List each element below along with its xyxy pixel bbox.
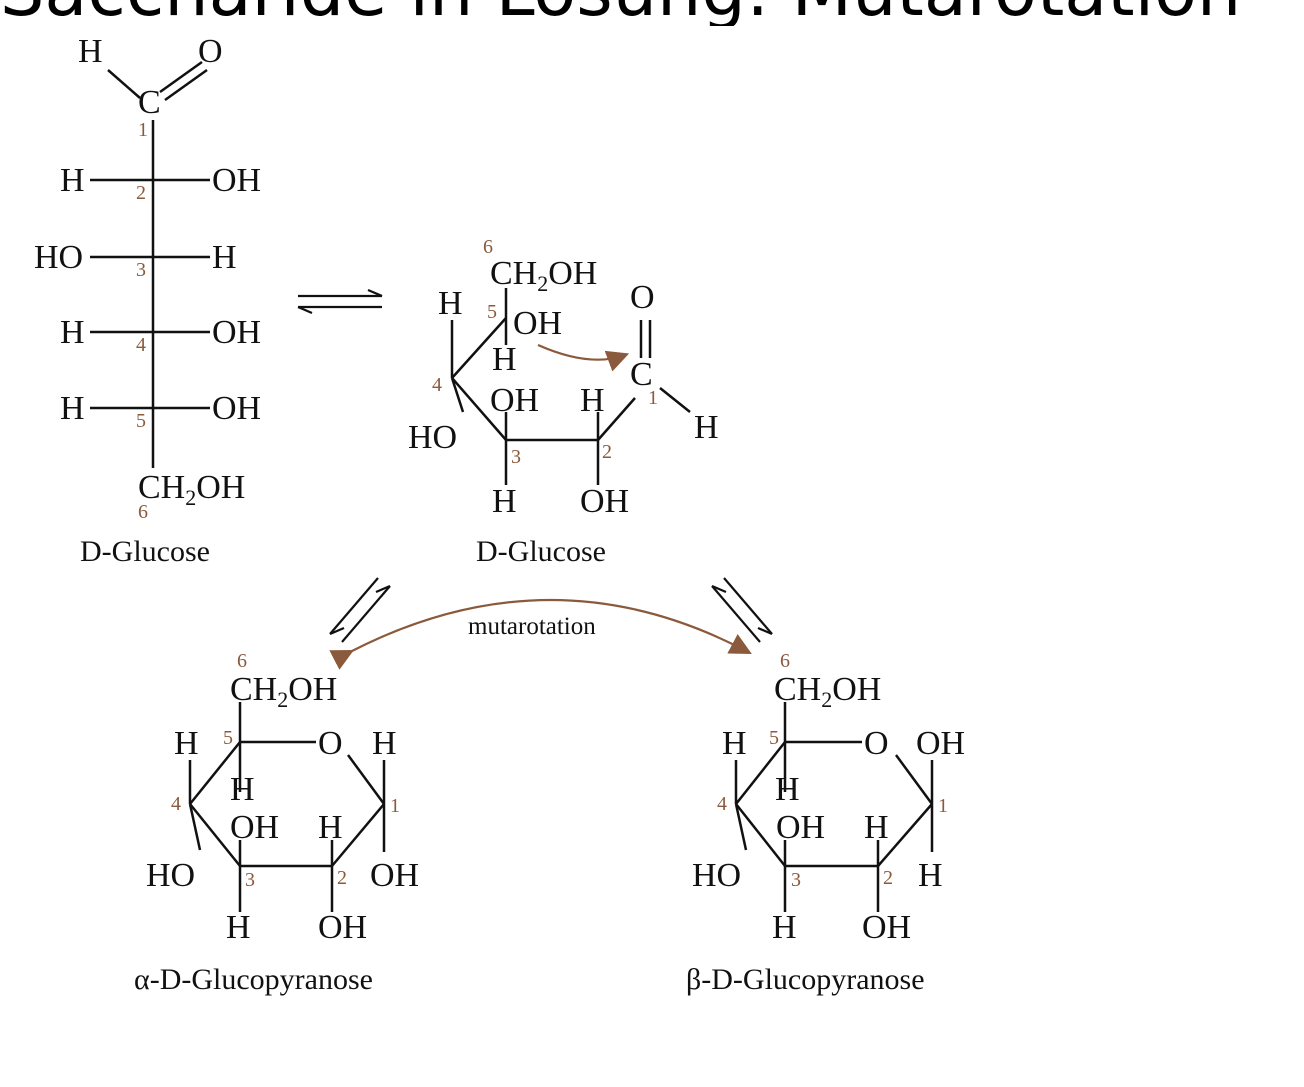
open-num-2: 2 <box>602 441 612 463</box>
equilibrium-arrows-left <box>329 577 391 643</box>
fischer-projection <box>90 60 210 468</box>
open-c6-ch2oh: CH2OH <box>490 255 597 296</box>
open-num-3: 3 <box>511 446 521 468</box>
open-num-4: 4 <box>432 374 442 396</box>
beta-c2-oh: OH <box>862 909 911 946</box>
fischer-c5-oh: OH <box>212 390 261 427</box>
alpha-num-5: 5 <box>223 727 233 749</box>
open-chain-caption: D-Glucose <box>476 535 606 568</box>
fischer-c5-h: H <box>60 390 85 427</box>
alpha-num-1: 1 <box>390 795 400 817</box>
fischer-labels: H O C 1 H OH 2 HO H 3 H OH 4 H OH 5 CH2O… <box>34 33 261 568</box>
open-c1-h: H <box>694 409 719 446</box>
beta-c2-h: H <box>864 809 889 846</box>
fischer-num-1: 1 <box>138 119 148 141</box>
fischer-aldehyde-o: O <box>198 33 223 70</box>
fischer-num-2: 2 <box>136 182 146 204</box>
beta-labels: 6 CH2OH H 5 O OH H 4 1 OH H HO 3 2 H H O… <box>686 650 965 996</box>
equilibrium-arrows-horizontal <box>297 288 383 315</box>
alpha-c5-h-top: H <box>174 725 199 762</box>
mutarotation-arrow <box>329 599 752 670</box>
beta-num-6: 6 <box>780 650 790 672</box>
beta-num-1: 1 <box>938 795 948 817</box>
open-c3-h: H <box>492 483 517 520</box>
open-chain-structure <box>450 288 691 485</box>
beta-num-2: 2 <box>883 867 893 889</box>
open-num-6: 6 <box>483 236 493 258</box>
fischer-num-6: 6 <box>138 501 148 523</box>
beta-c5-h: H <box>775 771 800 808</box>
equilibrium-arrows-right <box>711 577 773 643</box>
open-c5-oh: OH <box>513 305 562 342</box>
slide-title-banner: Saccharide in Lösung: Mutarotation <box>0 0 1304 26</box>
fischer-aldehyde-h: H <box>78 33 103 70</box>
beta-c3-h: H <box>772 909 797 946</box>
alpha-num-3: 3 <box>245 869 255 891</box>
open-c4-ho: HO <box>408 419 457 456</box>
alpha-c2-oh: OH <box>318 909 367 946</box>
fischer-c1: C <box>138 84 161 121</box>
alpha-c5-h: H <box>230 771 255 808</box>
fischer-num-5: 5 <box>136 410 146 432</box>
beta-c6-ch2oh: CH2OH <box>774 671 881 712</box>
open-num-5: 5 <box>487 301 497 323</box>
alpha-ring-o: O <box>318 725 343 762</box>
open-c5-h-top: H <box>438 285 463 322</box>
alpha-c4-ho: HO <box>146 857 195 894</box>
alpha-c3-h: H <box>226 909 251 946</box>
alpha-c3-oh: OH <box>230 809 279 846</box>
alpha-c6-ch2oh: CH2OH <box>230 671 337 712</box>
open-chain-labels: 6 CH2OH H 5 OH H O C 1 H 4 OH H HO 3 2 H… <box>408 236 719 568</box>
open-c1-c: C <box>630 356 653 393</box>
open-c2-h: H <box>580 382 605 419</box>
beta-ring <box>734 702 934 912</box>
alpha-num-2: 2 <box>337 867 347 889</box>
cyclization-arrow <box>537 343 630 372</box>
alpha-c1-h: H <box>372 725 397 762</box>
beta-c4-ho: HO <box>692 857 741 894</box>
open-c2-oh: OH <box>580 483 629 520</box>
mutarotation-label: mutarotation <box>468 613 596 640</box>
alpha-labels: 6 CH2OH H 5 O H H 4 1 OH H HO 3 2 OH H O… <box>134 650 419 996</box>
fischer-c3-ho: HO <box>34 239 83 276</box>
beta-c1-h: H <box>918 857 943 894</box>
fischer-caption: D-Glucose <box>80 535 210 568</box>
beta-ring-o: O <box>864 725 889 762</box>
beta-c1-oh: OH <box>916 725 965 762</box>
fischer-c2-h: H <box>60 162 85 199</box>
beta-num-3: 3 <box>791 869 801 891</box>
open-c5-h: H <box>492 341 517 378</box>
beta-caption: β-D-Glucopyranose <box>686 963 925 996</box>
beta-num-5: 5 <box>769 727 779 749</box>
open-num-1: 1 <box>648 387 658 409</box>
beta-c3-oh: OH <box>776 809 825 846</box>
alpha-ring <box>188 702 386 912</box>
fischer-c4-oh: OH <box>212 314 261 351</box>
alpha-c1-oh: OH <box>370 857 419 894</box>
alpha-c2-h: H <box>318 809 343 846</box>
fischer-num-3: 3 <box>136 259 146 281</box>
open-c3-oh: OH <box>490 382 539 419</box>
alpha-caption: α-D-Glucopyranose <box>134 963 373 996</box>
fischer-c6-ch2oh: CH2OH <box>138 469 245 510</box>
alpha-num-4: 4 <box>171 793 181 815</box>
fischer-c2-oh: OH <box>212 162 261 199</box>
alpha-num-6: 6 <box>237 650 247 672</box>
fischer-num-4: 4 <box>136 334 146 356</box>
fischer-c4-h: H <box>60 314 85 351</box>
beta-c5-h-top: H <box>722 725 747 762</box>
open-c1-o: O <box>630 279 655 316</box>
fischer-c3-h: H <box>212 239 237 276</box>
beta-num-4: 4 <box>717 793 727 815</box>
